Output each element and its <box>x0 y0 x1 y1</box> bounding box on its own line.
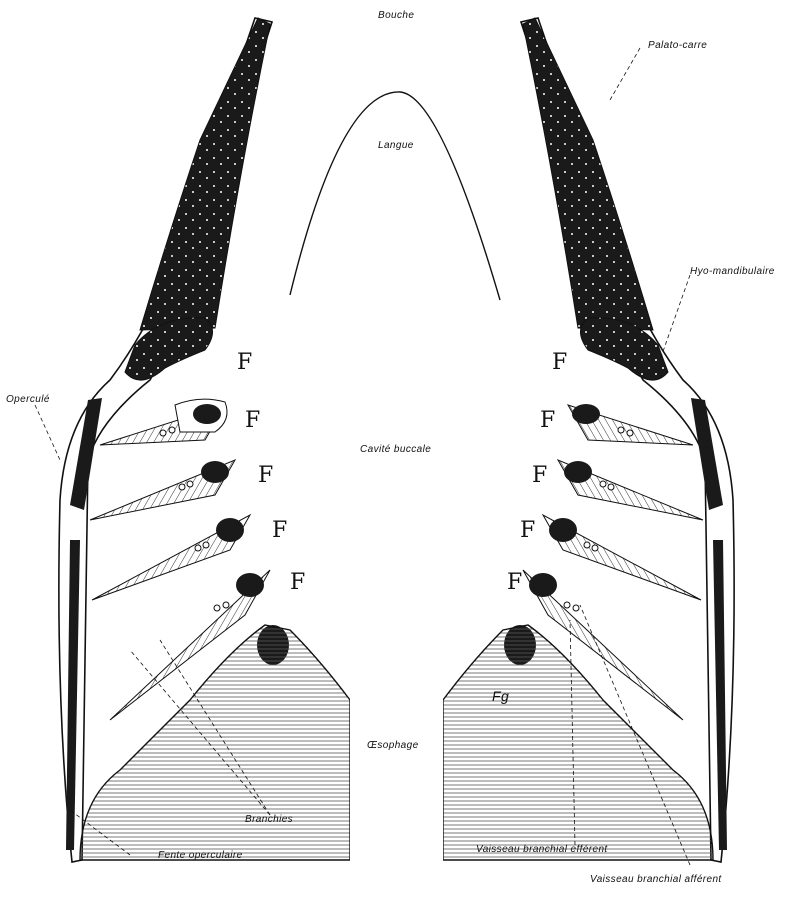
gill-slit-marker: F <box>540 410 555 432</box>
gill-slit-marker: F <box>520 520 535 542</box>
gill-slit-marker: F <box>290 572 305 594</box>
label-branchies: Branchies <box>245 814 293 825</box>
label-bouche: Bouche <box>378 10 414 21</box>
gill-slit-marker: F <box>272 520 287 542</box>
label-hyo-mandibulaire: Hyo-mandibulaire <box>690 266 775 277</box>
label-fente-operculaire: Fente operculaire <box>158 850 243 861</box>
label-vaisseau-afferent: Vaisseau branchial afférent <box>590 874 722 885</box>
tongue <box>290 92 500 300</box>
gill-slit-marker: F <box>245 410 260 432</box>
gill-slit-marker: F <box>258 465 273 487</box>
label-vaisseau-efferent: Vaisseau branchial efférent <box>476 844 608 855</box>
label-opercule: Operculé <box>6 394 50 405</box>
label-fig-mark: Fg <box>492 688 509 704</box>
label-langue: Langue <box>378 140 414 151</box>
gill-slit-marker: F <box>237 352 252 374</box>
left-hyo-mandibulaire <box>125 318 213 380</box>
gill-slit-marker: F <box>552 352 567 374</box>
right-hyo-mandibulaire <box>581 318 669 380</box>
label-oesophage: Œsophage <box>367 740 419 751</box>
gill-slit-marker: F <box>532 465 547 487</box>
label-cavite-buccale: Cavité buccale <box>360 444 431 455</box>
right-oesophagus-wall <box>443 625 713 860</box>
gill-slit-marker: F <box>507 572 522 594</box>
right-palato-carre <box>523 18 653 330</box>
left-oesophagus-wall <box>80 625 350 860</box>
left-palato-carre <box>140 18 270 330</box>
label-palato-carre: Palato-carre <box>648 40 707 51</box>
